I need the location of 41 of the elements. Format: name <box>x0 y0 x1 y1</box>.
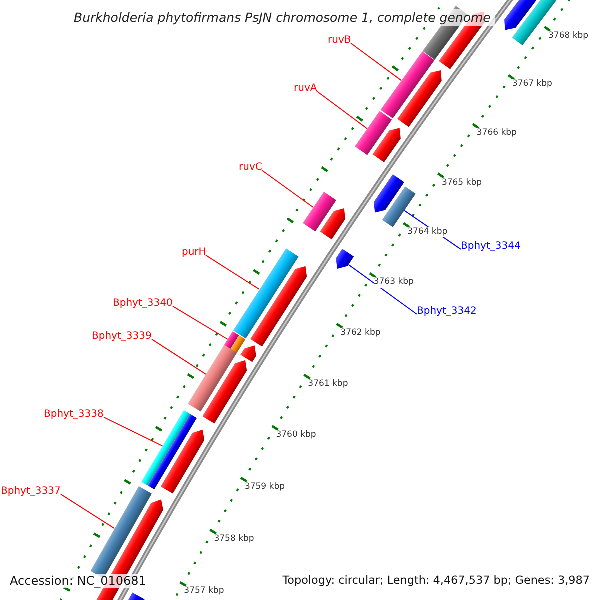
gene-label: Bphyt_3339 <box>92 331 152 343</box>
gene-block <box>303 192 336 232</box>
leader-line <box>152 338 207 375</box>
scale-label: 3765 kbp <box>442 178 482 188</box>
scale-label: 3763 kbp <box>374 277 414 288</box>
leader-line <box>316 90 368 130</box>
leader-line <box>104 416 164 447</box>
scale-label: 3764 kbp <box>408 227 448 238</box>
gene-block <box>355 111 392 156</box>
gene-label: Bphyt_3344 <box>461 241 521 253</box>
leader-line <box>262 170 314 208</box>
leader-line <box>60 494 116 530</box>
gene-label: Bphyt_3338 <box>44 409 104 421</box>
gene-block <box>380 52 435 119</box>
scale-label: 3767 kbp <box>512 79 552 90</box>
gene-label: ruvC <box>239 162 262 174</box>
scale-label: 3758 kbp <box>214 534 254 544</box>
leader-line <box>172 306 228 340</box>
gene-block <box>142 410 197 490</box>
gene-label: ruvA <box>294 83 318 95</box>
scale-label: 3760 kbp <box>276 430 316 440</box>
leader-line <box>350 42 402 82</box>
scale-label: 3768 kbp <box>548 31 589 42</box>
scale-label: 3759 kbp <box>244 482 285 492</box>
gene-block <box>233 248 299 339</box>
gene-block <box>382 186 416 228</box>
leader-line <box>348 264 418 315</box>
leader-line <box>206 254 260 290</box>
gene-block <box>336 249 354 269</box>
scale-label: 3761 kbp <box>308 378 348 389</box>
gene-label: ruvB <box>328 35 352 47</box>
gene-label: Bphyt_3337 <box>1 486 61 498</box>
scale-label: 3757 kbp <box>184 586 224 596</box>
gene-label: purH <box>182 247 206 259</box>
accession-text: Accession: NC_010681 <box>8 574 148 588</box>
scale-label: 3766 kbp <box>476 128 517 138</box>
scale-label: 3762 kbp <box>340 328 381 338</box>
genome-info-text: Topology: circular; Length: 4,467,537 bp; Genes: 3,987 <box>280 574 592 588</box>
gene-block <box>188 345 238 412</box>
gene-label: Bphyt_3342 <box>417 306 477 318</box>
gene-label: Bphyt_3340 <box>113 298 173 310</box>
